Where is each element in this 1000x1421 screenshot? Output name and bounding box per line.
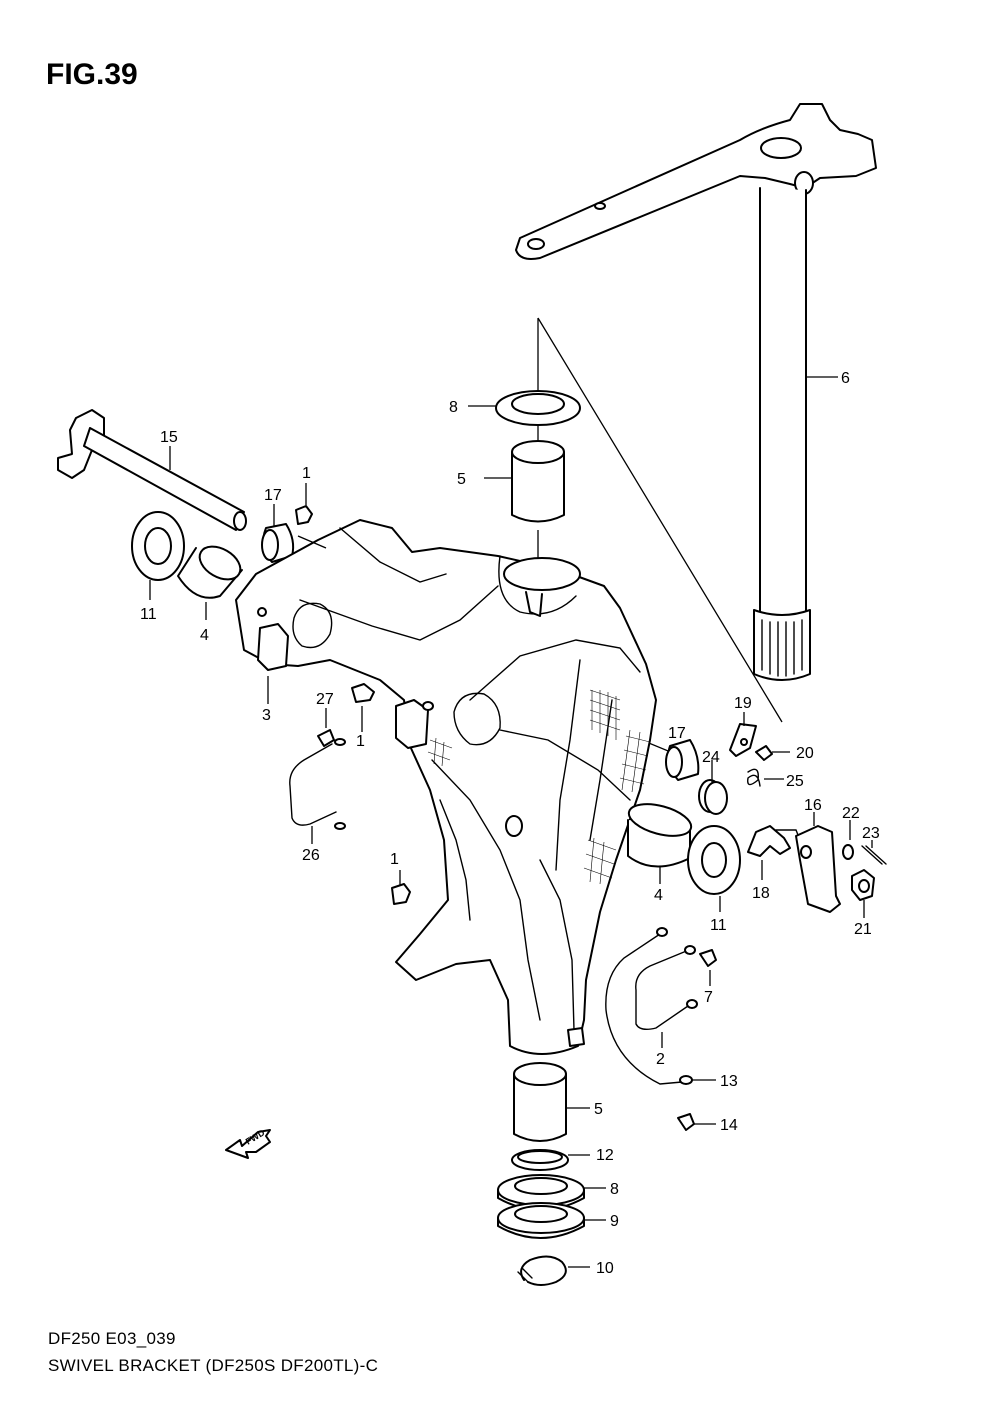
washer-9 [497, 1202, 606, 1239]
callout: 10 [596, 1260, 614, 1277]
callout: 20 [796, 745, 814, 762]
callout: 17 [264, 487, 282, 504]
callout: 15 [160, 429, 178, 446]
callout: 11 [140, 606, 157, 623]
callout: 24 [702, 749, 720, 766]
nut-21 [851, 869, 875, 918]
figure-caption: SWIVEL BRACKET (DF250S DF200TL)-C [48, 1356, 379, 1375]
callout: 3 [262, 707, 271, 724]
spring-25 [747, 768, 784, 787]
washer-right [687, 825, 741, 912]
callout: 2 [656, 1051, 665, 1068]
callout-labels: 6 8 5 15 1 17 11 4 3 27 1 26 1 19 20 17 … [140, 370, 880, 1277]
bushing-left [177, 545, 243, 620]
bolt-14 [677, 1113, 716, 1131]
callout: 8 [610, 1181, 619, 1198]
callout: 6 [841, 370, 850, 387]
clip-19 [729, 712, 757, 757]
bushing-17-left [261, 504, 295, 563]
bolt-20 [755, 745, 790, 761]
bolt-7 [699, 949, 717, 986]
callout: 16 [804, 797, 822, 814]
callout: 13 [720, 1073, 738, 1090]
callout: 22 [842, 805, 860, 822]
bushing-17-right [665, 739, 700, 781]
callout: 1 [302, 465, 311, 482]
washer-22 [842, 820, 854, 860]
bushing-lower [513, 1062, 590, 1142]
tilt-rod [57, 409, 247, 531]
hook-18 [747, 825, 801, 880]
ground-lead-26 [289, 738, 346, 844]
washer-left [131, 511, 185, 600]
o-ring-24 [698, 760, 728, 815]
bushing-right [627, 803, 693, 884]
callout: 8 [449, 399, 458, 416]
cotter-pin-23 [861, 840, 887, 865]
callout: 1 [390, 851, 399, 868]
grease-nipple-lower [391, 870, 411, 905]
callout: 17 [668, 725, 686, 742]
steering-arm-shaft [515, 103, 877, 681]
callout: 27 [316, 691, 334, 708]
callout: 5 [594, 1101, 603, 1118]
washer-upper [468, 390, 581, 426]
figure-code: DF250 E03_039 [48, 1329, 176, 1348]
bolt-27 [317, 708, 335, 747]
callout: 4 [200, 627, 209, 644]
grease-nipple-top [295, 483, 313, 525]
callout: 26 [302, 847, 320, 864]
callout: 7 [704, 989, 713, 1006]
callout: 18 [752, 885, 770, 902]
callout: 23 [862, 825, 880, 842]
callout: 11 [710, 917, 727, 934]
callout: 19 [734, 695, 752, 712]
callout: 25 [786, 773, 804, 790]
callout: 5 [457, 471, 466, 488]
ground-lead-13 [605, 927, 716, 1085]
callout: 12 [596, 1147, 614, 1164]
callout: 4 [654, 887, 663, 904]
ring-12 [511, 1149, 590, 1171]
ground-lead-2 [635, 945, 698, 1048]
callout: 14 [720, 1117, 738, 1134]
figure-title: FIG.39 [46, 58, 138, 91]
plate-16 [795, 812, 841, 913]
callout: 1 [356, 733, 365, 750]
callout: 9 [610, 1213, 619, 1230]
fwd-arrow-icon: FWD [225, 1127, 271, 1159]
callout: 21 [854, 921, 872, 938]
grease-nipple-mid [351, 683, 375, 732]
swivel-bracket-body [235, 519, 657, 1055]
bushing-upper [484, 440, 565, 523]
circlip-10 [517, 1255, 590, 1286]
